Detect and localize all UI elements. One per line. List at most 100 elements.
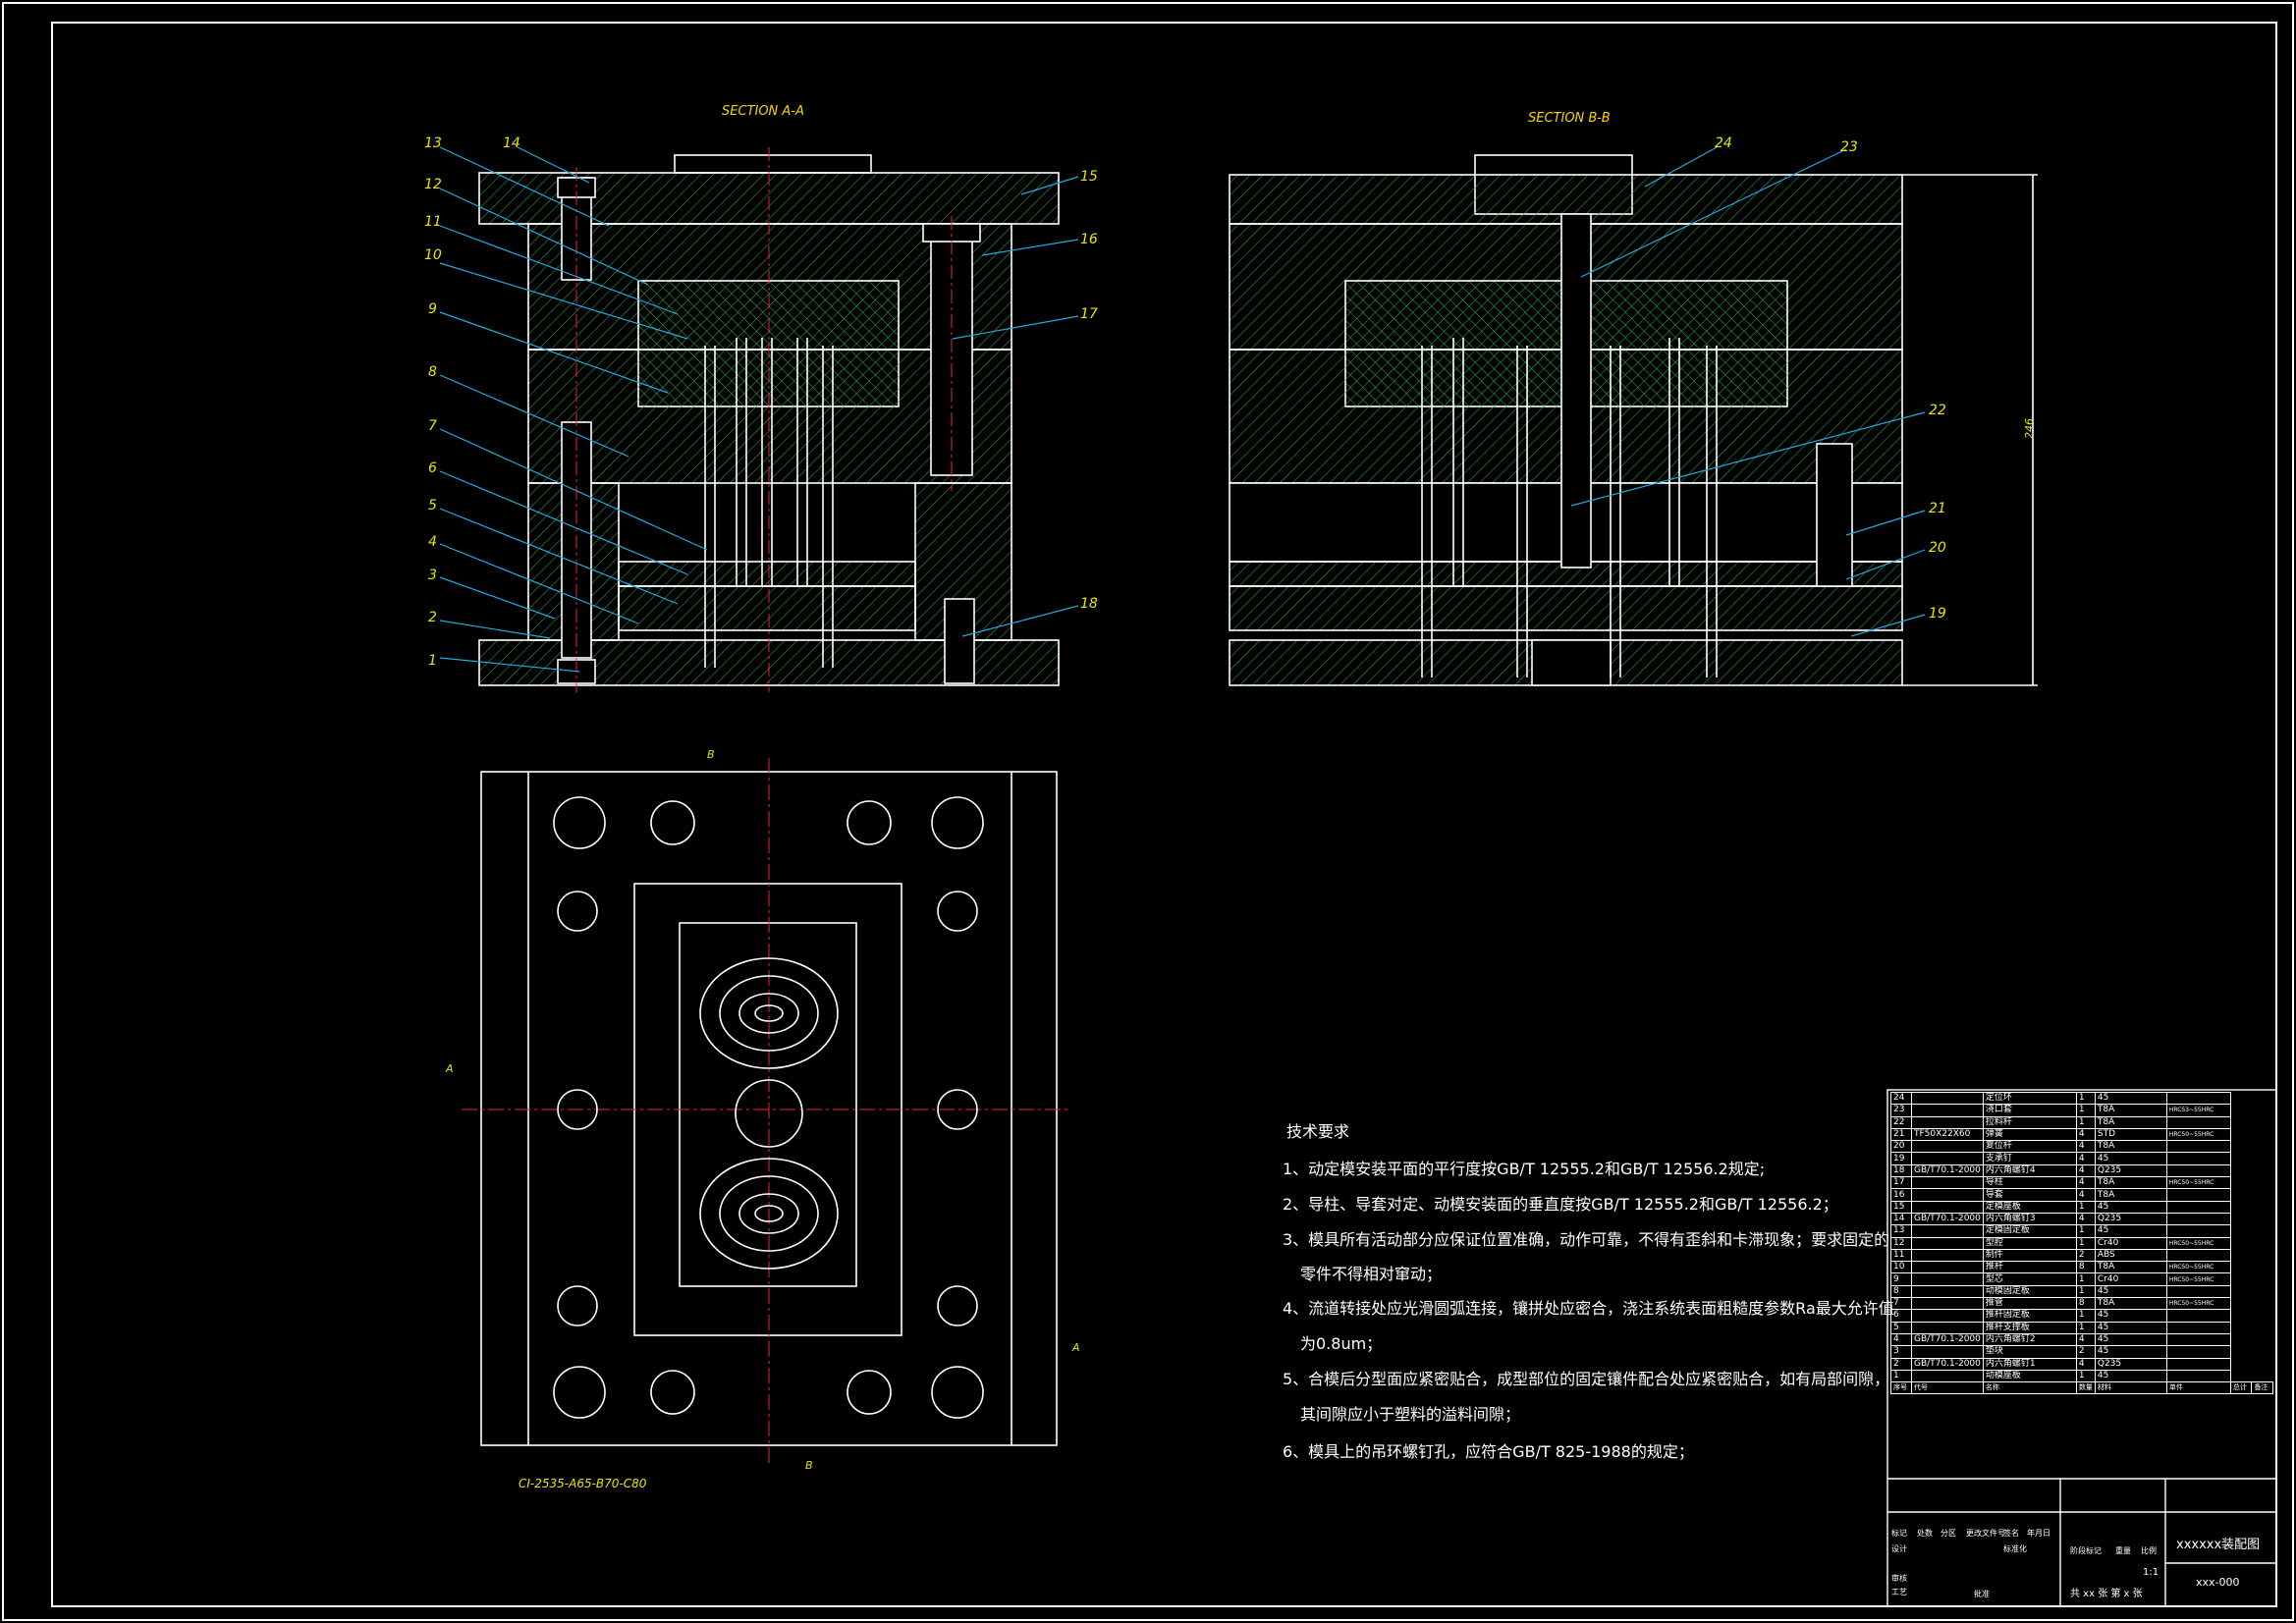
section-bb-title: SECTION B-B [1528, 111, 1611, 126]
callout-6: 6 [428, 460, 437, 476]
bom-cell-name: 内六角螺钉4 [1982, 1163, 2077, 1178]
tb-label-review: 审核 [1891, 1574, 1907, 1583]
bom-cell-no: 6 [1890, 1309, 1912, 1323]
bom-cell-code [1911, 1261, 1984, 1274]
callout-16: 16 [1080, 232, 1098, 247]
callout-2: 2 [428, 610, 437, 625]
bom-cell-mat: T8A [2094, 1104, 2167, 1117]
bom-cell-name: 型芯 [1982, 1272, 2077, 1286]
bom-header-mat: 材料 [2094, 1381, 2167, 1395]
bom-cell-no: 1 [1890, 1369, 1912, 1383]
bom-cell-note [2165, 1224, 2231, 1238]
bom-cell-code [1911, 1369, 1984, 1383]
tb-label-change-doc: 更改文件号 [1966, 1529, 2005, 1538]
bom-cell-no: 23 [1890, 1104, 1912, 1117]
section-mark-b-bottom: B [805, 1459, 813, 1472]
bom-cell-qty: 1 [2075, 1115, 2096, 1129]
callout-19: 19 [1929, 606, 1946, 622]
bom-header-row: 序号代号名称数量材料单件总计备注 [1890, 1381, 2273, 1395]
callout-5: 5 [428, 498, 437, 514]
bom-cell-note: HRC50~55HRC [2165, 1236, 2231, 1250]
bom-title-block-frame [1886, 1089, 2277, 1607]
bom-cell-note [2165, 1321, 2231, 1334]
bom-cell-qty: 1 [2075, 1104, 2096, 1117]
bom-cell-code [1911, 1248, 1984, 1263]
bom-cell-mat: Q235 [2094, 1212, 2167, 1226]
tech-req-item: 为0.8um； [1300, 1334, 1383, 1353]
callout-leader-lines [439, 146, 1926, 673]
bom-header-no: 序号 [1890, 1381, 1912, 1395]
tech-req-item: 2、导柱、导套对定、动模安装面的垂直度按GB/T 12555.2和GB/T 12… [1283, 1195, 1838, 1214]
bom-cell-name: 支承钉 [1982, 1152, 2077, 1165]
callout-15: 15 [1080, 169, 1098, 185]
bom-cell-code [1911, 1104, 1984, 1117]
bom-cell-qty: 4 [2075, 1176, 2096, 1190]
bom-cell-mat: 45 [2094, 1309, 2167, 1323]
bom-cell-code [1911, 1272, 1984, 1286]
bom-cell-qty: 2 [2075, 1248, 2096, 1263]
tb-label-sign: 签名 [2003, 1529, 2019, 1538]
bom-cell-mat: 45 [2094, 1369, 2167, 1383]
bom-cell-no: 2 [1890, 1357, 1912, 1371]
bom-cell-code [1911, 1188, 1984, 1202]
bom-cell-no: 11 [1890, 1248, 1912, 1263]
bom-cell-note: HRC50~55HRC [2165, 1272, 2231, 1286]
bom-cell-qty: 4 [2075, 1188, 2096, 1202]
bom-cell-qty: 1 [2075, 1321, 2096, 1334]
callout-9: 9 [428, 301, 437, 317]
callout-10: 10 [424, 247, 442, 263]
bom-cell-code [1911, 1115, 1984, 1129]
bom-cell-qty: 1 [2075, 1236, 2096, 1250]
bom-cell-qty: 1 [2075, 1284, 2096, 1299]
bom-cell-qty: 1 [2075, 1272, 2096, 1286]
bom-cell-mat: STD [2094, 1127, 2167, 1142]
bom-cell-mat: 45 [2094, 1332, 2167, 1347]
bom-cell-name: 推杆 [1982, 1261, 2077, 1274]
bom-cell-code [1911, 1297, 1984, 1311]
bom-cell-no: 10 [1890, 1261, 1912, 1274]
bom-cell-note [2165, 1212, 2231, 1226]
callout-8: 8 [428, 364, 437, 380]
callout-7: 7 [428, 418, 437, 434]
bom-cell-name: 拉料杆 [1982, 1115, 2077, 1129]
bom-cell-note [2165, 1188, 2231, 1202]
bom-cell-mat: 45 [2094, 1284, 2167, 1299]
bom-cell-no: 4 [1890, 1332, 1912, 1347]
bom-cell-note [2165, 1345, 2231, 1359]
bom-cell-no: 15 [1890, 1200, 1912, 1214]
tb-label-standardize: 标准化 [2003, 1544, 2027, 1553]
bom-cell-no: 16 [1890, 1188, 1912, 1202]
bom-cell-qty: 4 [2075, 1332, 2096, 1347]
bom-cell-note [2165, 1115, 2231, 1129]
bom-cell-note [2165, 1091, 2231, 1106]
bom-cell-qty: 1 [2075, 1309, 2096, 1323]
bom-cell-note [2165, 1284, 2231, 1299]
tech-req-item: 1、动定模安装平面的平行度按GB/T 12555.2和GB/T 12556.2规… [1283, 1160, 1766, 1178]
bom-cell-code [1911, 1200, 1984, 1214]
callout-24: 24 [1715, 135, 1732, 151]
bom-cell-code: GB/T70.1-2000 [1911, 1357, 1984, 1371]
bom-cell-note: HRC50~55HRC [2165, 1176, 2231, 1190]
bom-cell-no: 3 [1890, 1345, 1912, 1359]
section-aa-title: SECTION A-A [722, 104, 804, 119]
callout-4: 4 [428, 534, 437, 550]
bom-cell-note: HRC50~55HRC [2165, 1297, 2231, 1311]
bom-cell-code [1911, 1345, 1984, 1359]
bom-cell-name: 定位环 [1982, 1091, 2077, 1106]
callout-13: 13 [424, 135, 442, 151]
bom-cell-name: 推管 [1982, 1297, 2077, 1311]
tb-label-design: 设计 [1891, 1544, 1907, 1553]
bom-cell-qty: 4 [2075, 1152, 2096, 1165]
callout-14: 14 [503, 135, 520, 151]
bom-cell-no: 17 [1890, 1176, 1912, 1190]
